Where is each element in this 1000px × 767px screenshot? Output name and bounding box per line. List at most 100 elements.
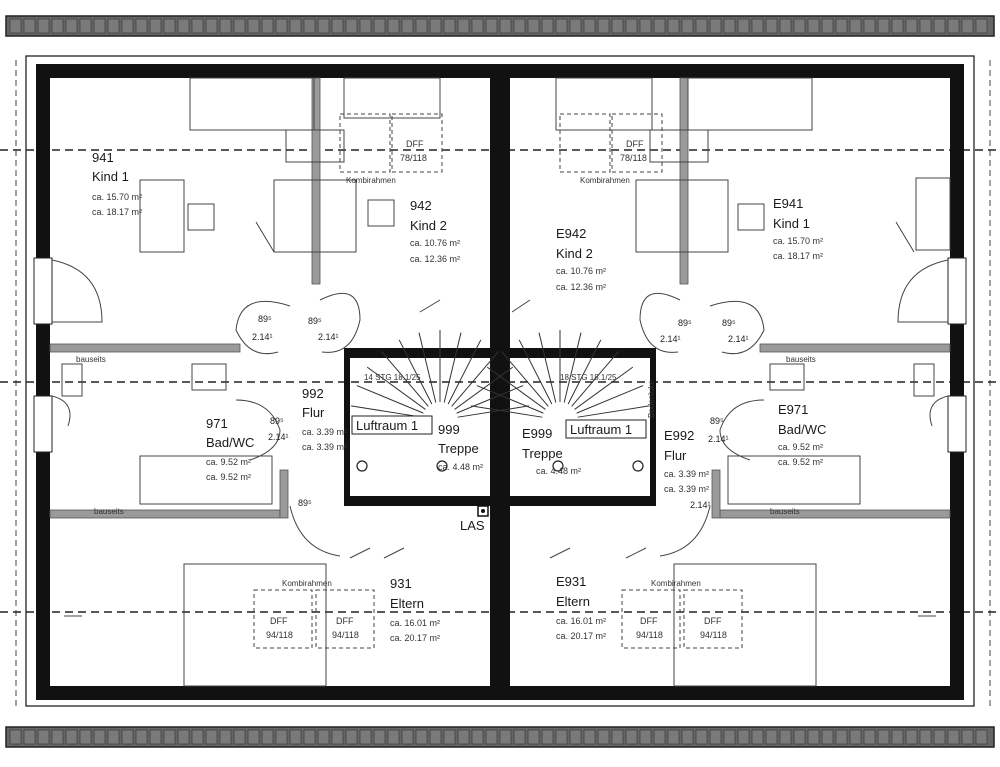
bauseits-right-top: bauseits (786, 355, 816, 364)
dim-right-4: 2.14¹ (728, 334, 749, 344)
kombirahmen-right-bottom: Kombirahmen (651, 579, 701, 588)
roof-tile (37, 18, 50, 34)
roof-tile (471, 729, 484, 745)
roof-tile (611, 18, 624, 34)
roof-tile (429, 729, 442, 745)
roof-tile (233, 729, 246, 745)
roof-tile (51, 729, 64, 745)
roof-tile (737, 18, 750, 34)
roof-tile (499, 18, 512, 34)
stair-frame (344, 348, 656, 506)
roof-tile (23, 729, 36, 745)
exterior-walls (36, 64, 964, 700)
roof-tile (163, 18, 176, 34)
roof-tile (905, 729, 918, 745)
room-992-area-gross: ca. 3.39 m² (302, 442, 347, 452)
roof-tile (541, 729, 554, 745)
roof-tile (107, 18, 120, 34)
roof-tile (401, 18, 414, 34)
roof-tile (709, 18, 722, 34)
dim-right-5: 89⁵ (710, 416, 724, 426)
room-931-name: Eltern (390, 596, 424, 611)
roof-tile (415, 729, 428, 745)
luftraum-label-right: Luftraum 1 (570, 422, 632, 437)
roof-tile (65, 729, 78, 745)
room-e941-number: E941 (773, 196, 803, 211)
roof-tile (163, 729, 176, 745)
roof-tile (653, 729, 666, 745)
roof-edge-top (5, 15, 995, 37)
roof-tile (933, 18, 946, 34)
room-999-number: 999 (438, 422, 460, 437)
dff-size-right-top: 78/118 (620, 153, 647, 163)
door-swings (235, 292, 765, 557)
roof-tile (793, 729, 806, 745)
roof-windows (253, 113, 743, 649)
roof-tile (919, 729, 932, 745)
roof-tile (415, 18, 428, 34)
room-e992-name: Flur (664, 448, 687, 463)
stair-tread (486, 366, 546, 410)
roof-tile (695, 729, 708, 745)
roof-tile (303, 18, 316, 34)
room-999-name: Treppe (438, 441, 479, 456)
roof-tile (401, 729, 414, 745)
room-971-area-net: ca. 9.52 m² (206, 457, 251, 467)
furniture (61, 77, 951, 687)
room-e941-area-gross: ca. 18.17 m² (773, 251, 823, 261)
room-e971-name: Bad/WC (778, 422, 826, 437)
stair-tread (563, 332, 582, 403)
roof-tile (919, 18, 932, 34)
stair-tread (443, 332, 462, 403)
roof-tile (345, 18, 358, 34)
stair-tread (351, 405, 423, 418)
roof-tile (793, 18, 806, 34)
roof-tile (359, 729, 372, 745)
roof-tile (765, 729, 778, 745)
roof-tile (737, 729, 750, 745)
room-e992-area-gross: ca. 3.39 m² (664, 484, 709, 494)
stair-tread (476, 385, 544, 414)
roof-tile (387, 18, 400, 34)
room-e999-area: ca. 4.48 m² (536, 466, 581, 476)
roof-tile (639, 18, 652, 34)
roof-tile (331, 18, 344, 34)
roof-tile (751, 18, 764, 34)
roof-tile (667, 18, 680, 34)
roof-tile (205, 18, 218, 34)
roof-tile (695, 18, 708, 34)
roof-tile (933, 729, 946, 745)
stair-tread (538, 332, 557, 403)
room-931-area-gross: ca. 20.17 m² (390, 633, 440, 643)
roof-tile (555, 18, 568, 34)
roof-tile (947, 18, 960, 34)
dim-left-7: 89⁵ (298, 498, 312, 508)
luftraum-label-left: Luftraum 1 (356, 418, 418, 433)
stair-tread (451, 351, 499, 407)
roof-tile (9, 729, 22, 745)
room-e931-name: Eltern (556, 594, 590, 609)
roof-tile (513, 729, 526, 745)
stair-tread (571, 351, 619, 407)
room-e931-number: E931 (556, 574, 586, 589)
roof-tile (275, 729, 288, 745)
roof-tile (723, 729, 736, 745)
dff-label-left-bottom-1: DFF (270, 616, 288, 626)
roof-tile (905, 18, 918, 34)
roof-tile (9, 18, 22, 34)
room-e931-area-net: ca. 16.01 m² (556, 616, 606, 626)
room-e971-area-net: ca. 9.52 m² (778, 442, 823, 452)
roof-tile (79, 729, 92, 745)
roof-tile (79, 18, 92, 34)
roof-tile (23, 18, 36, 34)
roof-tile (471, 18, 484, 34)
stair-post-left (356, 460, 368, 472)
roof-tile (835, 729, 848, 745)
roof-tile (303, 729, 316, 745)
roof-tile (107, 729, 120, 745)
dff-size-left-bottom-1: 94/118 (266, 630, 293, 640)
room-e931-area-gross: ca. 20.17 m² (556, 631, 606, 641)
dim-right-7: 2.14¹ (690, 500, 711, 510)
dff-label-left-top: DFF (406, 139, 424, 149)
